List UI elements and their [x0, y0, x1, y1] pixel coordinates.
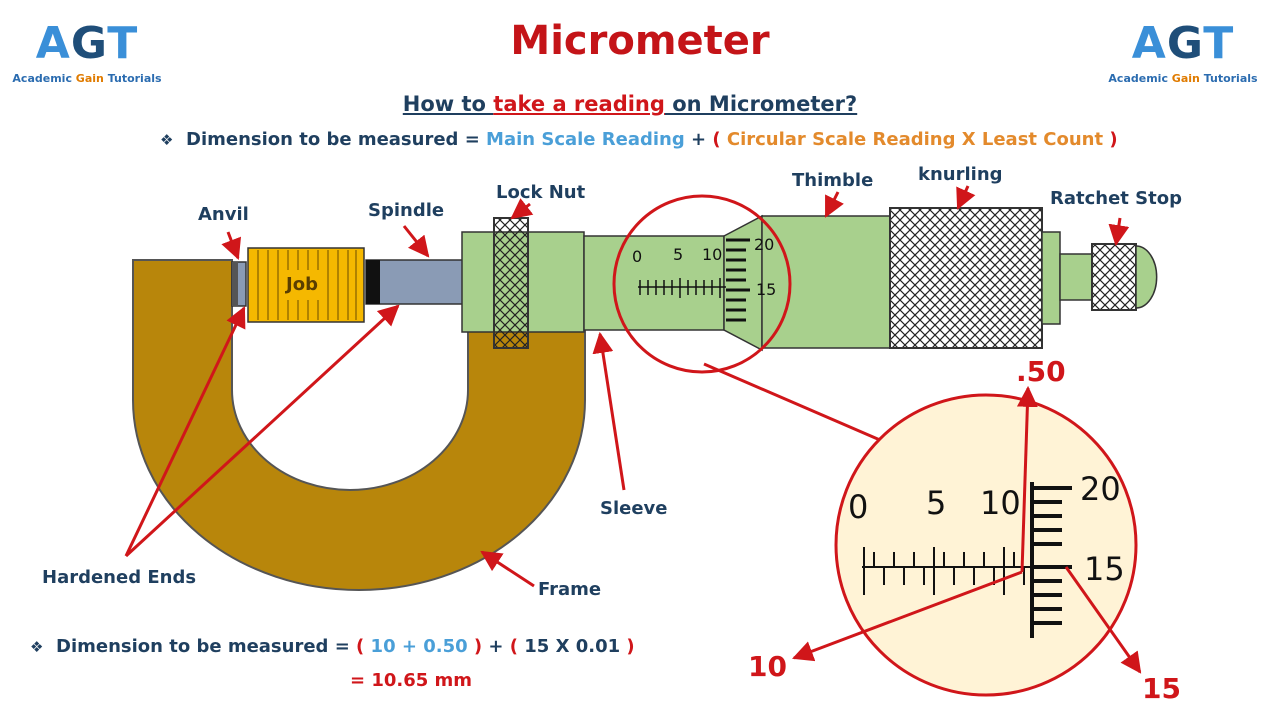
callout-thimble-15: 15 — [1142, 672, 1181, 705]
zoom-circle — [834, 393, 1138, 697]
zoom-mark-10: 10 — [980, 484, 1021, 522]
callout-half: .50 — [1016, 355, 1066, 388]
spindle — [365, 259, 465, 305]
lock-nut — [493, 217, 529, 349]
label-knurling: knurling — [918, 164, 1003, 185]
bullet-icon: ❖ — [160, 131, 174, 149]
knurling — [889, 207, 1043, 349]
logo-left: AGT Academic Gain Tutorials — [12, 18, 162, 86]
zoom-mark-5: 5 — [926, 484, 946, 522]
small-mark-0: 0 — [632, 247, 642, 266]
label-lock-nut: Lock Nut — [496, 182, 586, 203]
label-spindle: Spindle — [368, 200, 445, 221]
small-mark-5: 5 — [673, 245, 683, 264]
callout-main-10: 10 — [748, 650, 787, 683]
subtitle: How to take a reading on Micrometer? — [402, 92, 858, 116]
zoom-thimble-scale — [1032, 486, 1072, 625]
formula-line: ❖ Dimension to be measured = Main Scale … — [160, 129, 1118, 150]
label-sleeve: Sleeve — [600, 498, 668, 519]
highlight-circle — [612, 194, 792, 374]
label-anvil: Anvil — [198, 204, 249, 225]
bullet-icon: ❖ — [30, 638, 44, 656]
calculation-line: ❖ Dimension to be measured = ( 10 + 0.50… — [30, 636, 635, 657]
thimble — [761, 215, 891, 349]
page-title: Micrometer — [510, 18, 770, 64]
label-thimble: Thimble — [792, 170, 874, 191]
label-ratchet-stop: Ratchet Stop — [1050, 188, 1182, 209]
job — [247, 247, 365, 323]
small-thimble-scale — [726, 238, 750, 322]
zoom-thimble-15: 15 — [1084, 550, 1125, 588]
zoom-main-scale — [862, 547, 1032, 595]
label-job: Job — [286, 274, 318, 295]
small-thimble-20: 20 — [754, 235, 774, 254]
label-hardened-ends: Hardened Ends — [42, 567, 197, 588]
ratchet-stop — [1091, 243, 1137, 311]
frame — [132, 259, 586, 591]
sleeve — [583, 235, 725, 331]
job-texture — [257, 250, 357, 320]
zoom-thimble-20: 20 — [1080, 470, 1121, 508]
zoom-mark-0: 0 — [848, 488, 868, 526]
small-mark-10: 10 — [702, 245, 722, 264]
calculation-result: = 10.65 mm — [350, 670, 473, 691]
logo-right: AGT Academic Gain Tutorials — [1108, 18, 1258, 86]
small-main-scale — [638, 278, 726, 298]
label-frame: Frame — [538, 579, 602, 600]
small-thimble-15: 15 — [756, 280, 776, 299]
